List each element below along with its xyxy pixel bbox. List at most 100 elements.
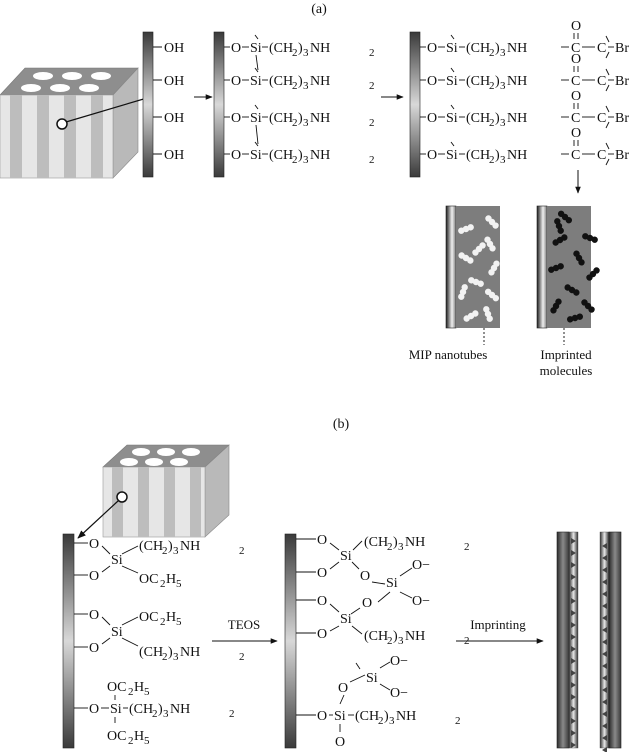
imprint-cavity [571, 586, 576, 592]
ethoxy-oc: OC [139, 610, 158, 625]
carbonyl-carbon: C [571, 111, 580, 126]
silicon-atom: Si [250, 74, 262, 89]
subscript-nh2: 2 [229, 708, 235, 720]
amine-nh: NH [180, 539, 200, 554]
subscript-5: 5 [144, 686, 150, 698]
subscript-2: 2 [489, 117, 495, 129]
chain-close: ) [393, 629, 398, 644]
chain-open: (CH [269, 74, 293, 89]
chain-close: ) [495, 148, 500, 163]
ethoxy-oc: OC [139, 572, 158, 587]
silicon-atom: Si [386, 576, 398, 591]
hydroxyl-label: OH [164, 148, 184, 163]
quaternary-carbon: C [597, 74, 606, 89]
silicon-atom: Si [340, 612, 352, 627]
silicon-atom: Si [250, 148, 262, 163]
silicon-atom: Si [446, 111, 458, 126]
oxygen-atom: O [317, 594, 327, 609]
porous-membrane-block [0, 67, 148, 179]
oxygen-atom: O [360, 569, 370, 584]
template-molecule [488, 260, 500, 276]
bromine-atom: Br [615, 148, 629, 163]
imprint-cavity [602, 711, 607, 717]
silicon-atom: Si [250, 111, 262, 126]
chain-close: ) [495, 111, 500, 126]
silicon-atom: Si [446, 41, 458, 56]
silicon-atom: Si [340, 549, 352, 564]
subscript-3: 3 [303, 117, 309, 129]
silicon-atom: Si [446, 148, 458, 163]
subscript-5: 5 [144, 735, 150, 747]
oxygen-anion: O− [390, 654, 408, 669]
amine-nh: NH [405, 629, 425, 644]
template-molecule [468, 277, 484, 287]
amine-nh: NH [507, 74, 527, 89]
mip-nanotubes-label: MIP nanotubes [409, 347, 488, 362]
pore-wall-aminosilane [213, 31, 225, 178]
imprinted-molecule [566, 313, 584, 323]
oxygen-atom: O [427, 111, 437, 126]
amine-nh: NH [310, 41, 330, 56]
subscript-3: 3 [500, 117, 506, 129]
oxygen-atom: O [335, 735, 345, 750]
chain-open: (CH [466, 41, 490, 56]
subscript-3: 3 [389, 715, 395, 727]
imprinted-molecule [586, 267, 600, 281]
subscript-3: 3 [500, 47, 506, 59]
chain-close: ) [298, 148, 303, 163]
carbonyl-carbon: C [571, 41, 580, 56]
chain-close: ) [384, 709, 389, 724]
oxygen-atom: O [89, 537, 99, 552]
amine-nh: NH [170, 702, 190, 717]
imprint-cavity [571, 670, 576, 676]
ethoxy-h: H [134, 680, 144, 695]
chain-open: (CH [139, 539, 163, 554]
subscript-2: 2 [489, 154, 495, 166]
quaternary-carbon: C [597, 148, 606, 163]
imprinted-molecule [548, 263, 564, 273]
subscript-3: 3 [303, 80, 309, 92]
imprint-cavity [602, 747, 607, 752]
subscript-2: 2 [292, 80, 298, 92]
chain-open: (CH [269, 111, 293, 126]
imprint-cavity [571, 550, 576, 556]
imprint-cavity [602, 699, 607, 705]
silicon-atom: Si [446, 74, 458, 89]
silicon-atom: Si [111, 625, 123, 640]
amine-nh: NH [310, 111, 330, 126]
imprint-cavity [571, 742, 576, 748]
chain-close: ) [168, 645, 173, 660]
imprint-cavity [602, 591, 607, 597]
ethoxy-h: H [134, 729, 144, 744]
chain-close: ) [168, 539, 173, 554]
template-molecule [458, 284, 468, 300]
subscript-3: 3 [303, 154, 309, 166]
chain-close: ) [298, 111, 303, 126]
amine-nh: NH [507, 111, 527, 126]
oxygen-atom: O [89, 641, 99, 656]
silicon-atom: Si [334, 709, 346, 724]
template-molecule [484, 236, 496, 252]
imprinted-molecule [557, 210, 573, 224]
bromine-atom: Br [615, 111, 629, 126]
oxygen-atom: O [89, 702, 99, 717]
subscript-2: 2 [128, 735, 134, 747]
chain-close: ) [298, 74, 303, 89]
subscript-nh2: 2 [369, 117, 375, 129]
oxygen-atom: O [317, 533, 327, 548]
panel-a-label: (a) [311, 2, 327, 17]
imprint-cavity [602, 663, 607, 669]
subscript-3: 3 [173, 651, 179, 663]
imprint-cavity [571, 634, 576, 640]
carbonyl-carbon: C [571, 148, 580, 163]
chain-close: ) [393, 535, 398, 550]
amine-nh: NH [507, 41, 527, 56]
